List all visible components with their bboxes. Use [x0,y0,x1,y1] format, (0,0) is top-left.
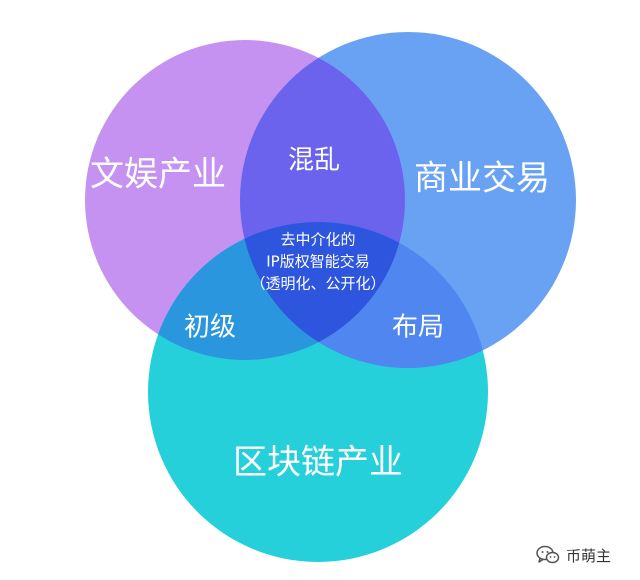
label-commerce: 商业交易 [414,159,550,199]
label-overlap-top: 混乱 [288,146,340,176]
label-overlap-right: 布局 [392,313,444,343]
label-overlap-left: 初级 [184,313,236,343]
label-blockchain: 区块链产业 [233,443,403,483]
overlap-right [240,222,488,368]
wechat-icon [536,545,560,564]
watermark-text: 币萌主 [566,546,612,565]
label-center-line2: IP版权智能交易 [266,253,369,271]
label-center-line3: （透明化、公开化） [250,275,385,293]
watermark: 币萌主 [536,542,611,568]
label-center-line1: 去中介化的 [280,231,355,249]
label-entertainment: 文娱产业 [90,155,226,195]
